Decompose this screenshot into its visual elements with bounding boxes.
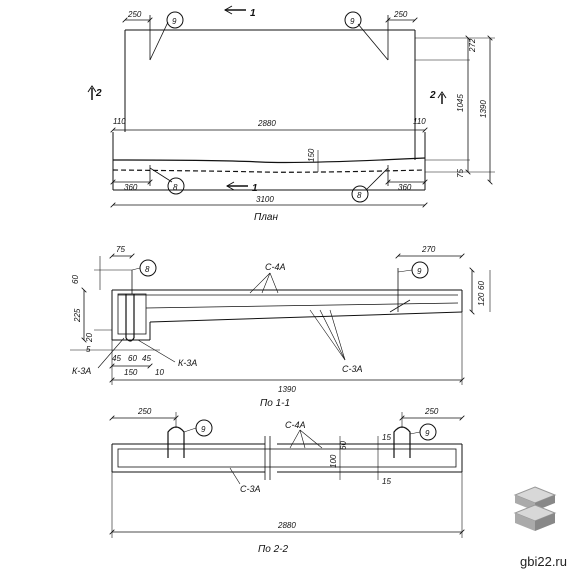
svg-text:2880: 2880 — [257, 119, 276, 128]
svg-text:110: 110 — [113, 117, 126, 126]
callout-9-circle — [166, 11, 184, 29]
svg-text:2: 2 — [429, 90, 436, 101]
watermark-text: gbi22.ru — [520, 554, 567, 569]
svg-text:360: 360 — [398, 183, 412, 192]
svg-text:60: 60 — [477, 281, 486, 290]
svg-text:250: 250 — [137, 407, 152, 416]
svg-text:План: План — [254, 212, 278, 223]
svg-text:К-3А: К-3А — [72, 366, 91, 376]
svg-text:225: 225 — [73, 308, 82, 323]
site-logo-icon — [513, 486, 557, 531]
svg-text:С-3А: С-3А — [342, 364, 363, 374]
section-1-1-texts: 75 60 225 20 5 45 60 45 150 10 270 60 12… — [71, 245, 486, 409]
svg-text:С-3А: С-3А — [240, 484, 261, 494]
svg-text:8: 8 — [357, 191, 362, 200]
svg-text:1390: 1390 — [479, 100, 488, 118]
svg-text:1: 1 — [250, 8, 256, 19]
svg-text:8: 8 — [173, 183, 178, 192]
svg-text:1045: 1045 — [456, 94, 465, 112]
svg-text:2880: 2880 — [277, 521, 296, 530]
svg-text:150: 150 — [307, 148, 316, 162]
svg-text:9: 9 — [417, 267, 422, 276]
svg-text:9: 9 — [350, 17, 355, 26]
plan-texts: 250 250 272 1045 1390 110 110 2880 150 7… — [95, 8, 488, 223]
section-2-2 — [112, 412, 462, 538]
svg-text:10: 10 — [155, 368, 164, 377]
svg-text:2: 2 — [95, 88, 102, 99]
svg-text:120: 120 — [477, 292, 486, 306]
svg-text:20: 20 — [85, 333, 94, 343]
svg-text:15: 15 — [382, 433, 391, 442]
svg-text:110: 110 — [413, 117, 426, 126]
svg-text:5: 5 — [86, 345, 91, 354]
svg-text:360: 360 — [124, 183, 138, 192]
svg-text:9: 9 — [201, 425, 206, 434]
svg-text:По 2-2: По 2-2 — [258, 544, 288, 555]
svg-text:3100: 3100 — [256, 195, 274, 204]
svg-text:250: 250 — [127, 10, 142, 19]
svg-text:250: 250 — [393, 10, 408, 19]
svg-text:По 1-1: По 1-1 — [260, 398, 290, 409]
svg-text:8: 8 — [145, 265, 150, 274]
svg-text:9: 9 — [425, 429, 430, 438]
plan-view — [87, 5, 495, 205]
svg-text:60: 60 — [128, 354, 137, 363]
svg-text:1: 1 — [252, 183, 258, 194]
svg-text:К-3А: К-3А — [178, 358, 197, 368]
svg-text:75: 75 — [116, 245, 125, 254]
svg-text:9: 9 — [172, 17, 177, 26]
svg-text:100: 100 — [329, 454, 338, 468]
svg-text:1390: 1390 — [278, 385, 296, 394]
svg-text:60: 60 — [71, 275, 80, 284]
section-2-2-texts: 250 250 60 15 100 15 С-4А С-3А 9 9 2880 … — [137, 407, 439, 555]
svg-text:С-4А: С-4А — [285, 420, 306, 430]
svg-text:270: 270 — [421, 245, 436, 254]
svg-text:15: 15 — [382, 477, 391, 486]
svg-text:45: 45 — [142, 354, 151, 363]
svg-text:75: 75 — [456, 169, 465, 178]
svg-text:С-4А: С-4А — [265, 262, 286, 272]
section-1-1 — [70, 256, 491, 385]
svg-text:45: 45 — [112, 354, 121, 363]
svg-text:60: 60 — [339, 441, 348, 450]
svg-text:272: 272 — [468, 38, 477, 53]
svg-text:150: 150 — [124, 368, 138, 377]
svg-text:250: 250 — [424, 407, 439, 416]
